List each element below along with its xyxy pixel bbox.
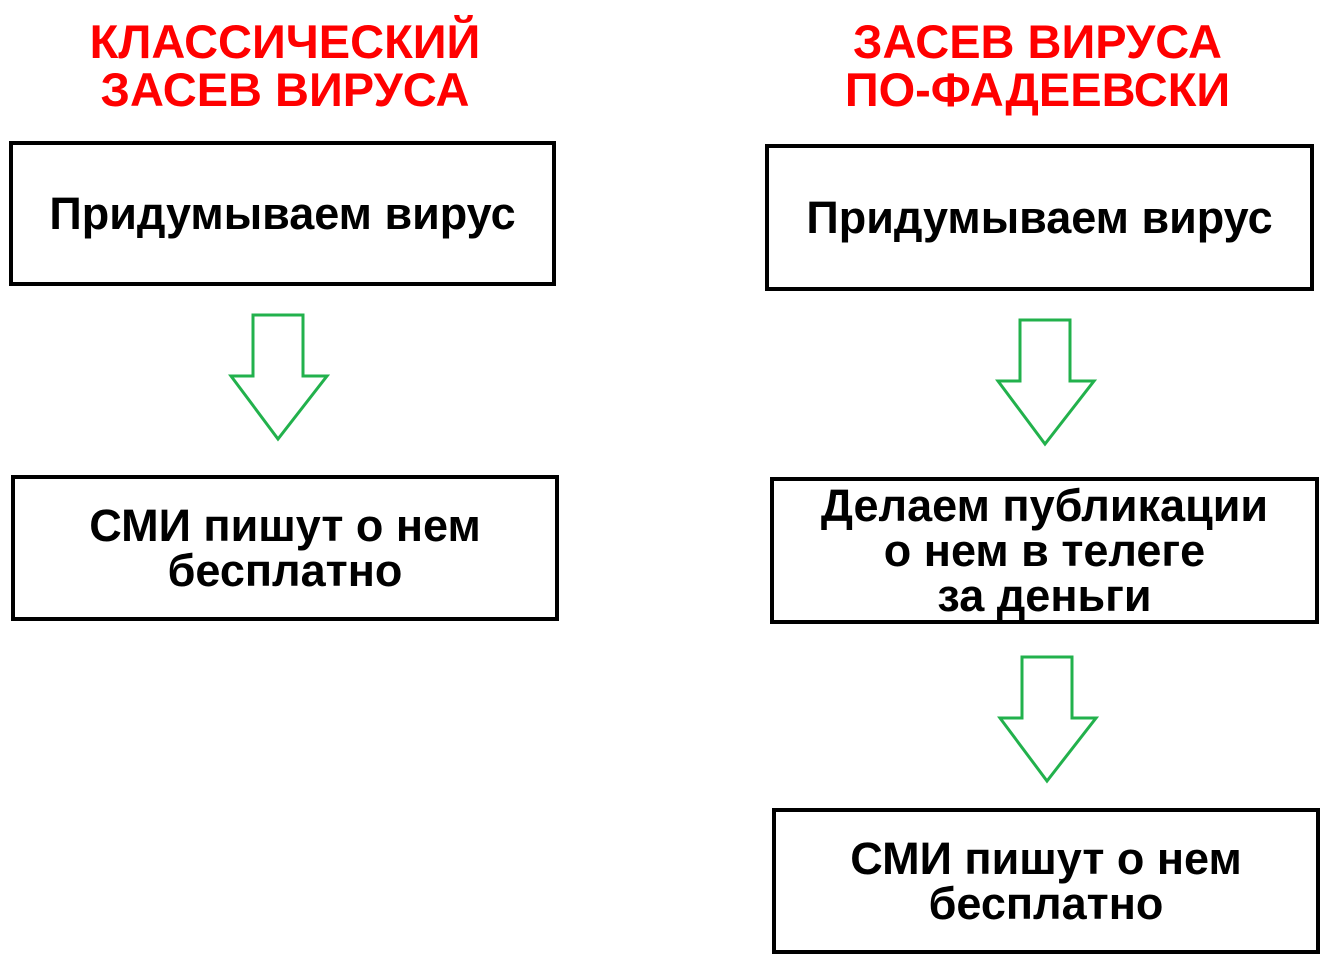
right-step-media-writes-free: СМИ пишут о нем бесплатно	[772, 808, 1320, 954]
left-step-invent-virus: Придумываем вирус	[9, 141, 556, 286]
left-down-arrow-icon	[228, 313, 330, 443]
left-step-media-writes-free: СМИ пишут о нем бесплатно	[11, 475, 559, 621]
right-title-line-1: ЗАСЕВ ВИРУСА	[853, 15, 1222, 68]
right-column-title: ЗАСЕВ ВИРУСА ПО-ФАДЕЕВСКИ	[790, 18, 1285, 114]
right-title-line-2: ПО-ФАДЕЕВСКИ	[844, 63, 1231, 116]
right-step-2-text-line-2: о нем в телеге	[883, 525, 1206, 576]
right-step-2-text-line-1: Делаем публикации	[820, 480, 1269, 531]
right-step-paid-telegram-posts: Делаем публикации о нем в телеге за день…	[770, 477, 1319, 624]
left-column-title: КЛАССИЧЕСКИЙ ЗАСЕВ ВИРУСА	[30, 18, 540, 114]
right-step-3-text-line-1: СМИ пишут о нем	[850, 833, 1242, 884]
left-title-line-2: ЗАСЕВ ВИРУСА	[100, 63, 470, 116]
right-step-1-text: Придумываем вирус	[806, 192, 1273, 243]
right-down-arrow-icon-2	[997, 655, 1099, 785]
right-step-3-text-line-2: бесплатно	[928, 878, 1164, 929]
left-step-2-text-line-1: СМИ пишут о нем	[89, 500, 481, 551]
left-step-1-text: Придумываем вирус	[49, 188, 516, 239]
right-step-invent-virus: Придумываем вирус	[765, 144, 1314, 291]
right-step-2-text-line-3: за деньги	[937, 570, 1152, 621]
right-down-arrow-icon-1	[995, 318, 1097, 448]
left-title-line-1: КЛАССИЧЕСКИЙ	[89, 15, 481, 68]
left-step-2-text-line-2: бесплатно	[167, 545, 403, 596]
